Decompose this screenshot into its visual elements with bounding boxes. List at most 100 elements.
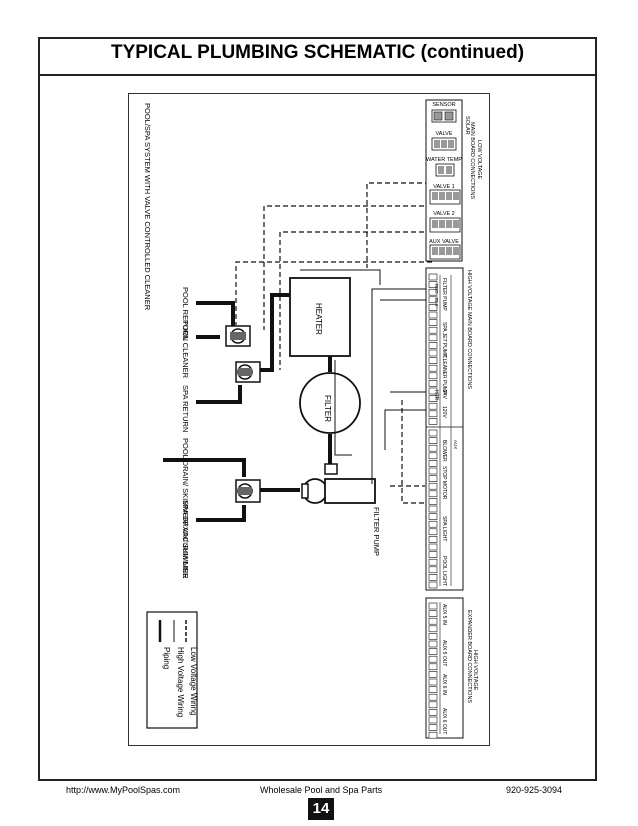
terminal-screw: [428, 418, 438, 425]
filter-pump: [301, 463, 376, 504]
terminal-screw: [428, 716, 438, 724]
terminal-screw: [428, 437, 438, 444]
hv-aux-label: AUX: [453, 440, 458, 449]
terminal-screw: [428, 566, 438, 574]
filter-label: FILTER: [323, 395, 332, 422]
terminal-screw: [428, 528, 438, 536]
terminal-screw: [428, 551, 438, 558]
terminal-screw: [428, 536, 438, 543]
heater-label: HEATER: [314, 303, 323, 335]
lv-valve-label: VALVE: [436, 131, 453, 137]
hv-stop-motor-label: STOP MOTOR: [441, 466, 447, 500]
terminal-screw: [428, 686, 438, 693]
hv-120v-label: 120V: [441, 406, 447, 418]
pool-return-label: POOL RETURN: [181, 287, 190, 341]
low-voltage-board: [425, 99, 463, 262]
valves: [225, 325, 261, 503]
terminal-screw: [428, 655, 438, 663]
terminal-screw: [428, 326, 438, 334]
terminal-screw: [428, 395, 438, 402]
terminal-screw: [428, 617, 438, 625]
hv-wire-heater: [334, 360, 352, 456]
terminal-screw: [428, 460, 438, 467]
pipe-pool-drain: [163, 458, 246, 477]
terminal-screw: [428, 304, 438, 311]
lv-wire-remote: [401, 400, 436, 504]
terminal-screw: [428, 574, 438, 581]
terminal-screw: [428, 663, 438, 671]
terminal-screw: [428, 602, 438, 610]
terminal-screw: [428, 693, 438, 701]
title-divider: [39, 74, 596, 76]
hv-pool-light-label: POOL LIGHT: [441, 556, 447, 586]
terminal-screw: [428, 467, 438, 475]
spa-return-label: SPA RETURN: [181, 385, 190, 432]
filter-tank: [299, 372, 361, 434]
legend: [146, 611, 198, 729]
lv-aux-valve-label: AUX VALVE: [429, 239, 459, 245]
lv-wire-valve2: [279, 231, 432, 370]
legend-piping: Piping: [162, 647, 171, 669]
pipe-spa-drain: [196, 505, 246, 522]
terminal-screw: [428, 513, 438, 520]
page-title: TYPICAL PLUMBING SCHEMATIC (continued): [110, 42, 525, 63]
hv-wire-24v: [384, 409, 430, 450]
legend-box: [146, 611, 198, 729]
terminal-screw: [428, 581, 438, 589]
low-voltage-wiring: [235, 182, 439, 504]
terminal-screw: [428, 387, 438, 395]
terminal-screw: [428, 402, 438, 410]
hv-terminals: [428, 273, 438, 589]
terminal-screw: [428, 520, 438, 528]
lv-valve2-label: VALVE 2: [433, 211, 455, 217]
heater-box: [289, 277, 351, 357]
terminal-screw: [428, 452, 438, 460]
pool-cleaner-label: POOL CLEANER: [181, 320, 190, 379]
terminal-screw: [428, 648, 438, 655]
piping: [163, 293, 332, 522]
footer-phone: 920-925-3094: [506, 785, 563, 795]
terminal-screw: [428, 724, 438, 731]
expander-terminals: [428, 602, 438, 739]
terminal-screw: [428, 640, 438, 648]
terminal-screw: [428, 671, 438, 678]
legend-high-voltage: High Voltage Wiring: [176, 647, 185, 717]
lv-header-1: LOW VOLTAGE: [476, 140, 482, 180]
terminal-screw: [428, 701, 438, 709]
hv-wire-filter-pump: [371, 288, 430, 484]
hv-htr-label: HTR: [433, 390, 439, 401]
pipe-spa-return: [196, 385, 242, 404]
terminal-screw: [428, 625, 438, 633]
footer-url: http://www.MyPoolSpas.com: [66, 785, 181, 795]
lv-wire-valve1: [263, 205, 432, 330]
terminal-screw: [428, 429, 438, 437]
filter-pump-label: FILTER PUMP: [372, 507, 381, 556]
terminal-screw: [428, 498, 438, 505]
lv-solar-label: SOLAR: [464, 116, 470, 135]
exp-header-2: EXPANDER BOARD CONNECTIONS: [466, 610, 472, 703]
terminal-screw: [428, 273, 438, 281]
terminal-screw: [428, 490, 438, 498]
terminal-screw: [428, 281, 438, 288]
terminal-screw: [428, 342, 438, 349]
hv-blk-label: BLK: [434, 298, 439, 307]
exp-aux6-out-label: AUX 6 OUT: [441, 708, 447, 734]
exp-aux6-in-label: AUX 6 IN: [441, 674, 447, 695]
high-voltage-wiring: [300, 269, 430, 484]
terminal-screw: [428, 543, 438, 551]
terminal-screw: [428, 288, 438, 296]
hv-header: HIGH VOLTAGE MAIN BOARD CONNECTIONS: [466, 270, 472, 389]
terminal-screw: [428, 380, 438, 387]
lv-valve1-label: VALVE 1: [433, 184, 455, 190]
terminal-screw: [428, 319, 438, 326]
hv-blower-label: BLOWER: [441, 440, 447, 462]
footer-company: Wholesale Pool and Spa Parts: [260, 785, 383, 795]
terminal-screw: [428, 410, 438, 418]
lv-wire-aux: [235, 261, 432, 325]
pipe-pool-return: [196, 301, 235, 326]
terminal-screw: [428, 444, 438, 452]
sheet-caption: POOL/SPA SYSTEM WITH VALVE CONTROLLED CL…: [143, 103, 152, 311]
terminal-screw: [428, 349, 438, 357]
hv-red-label: RED: [434, 284, 439, 294]
